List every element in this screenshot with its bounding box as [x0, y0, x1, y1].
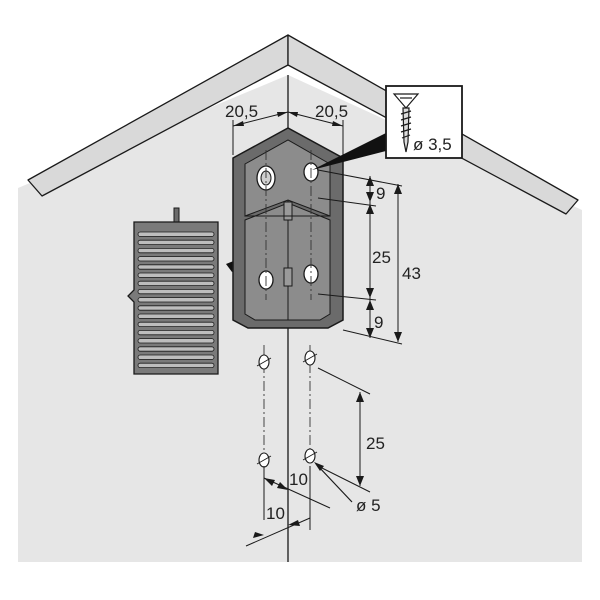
- dim-wall-spacing-arrows: [356, 392, 364, 486]
- grille-slots: [137, 231, 215, 369]
- hole-diameter-leader: [314, 462, 353, 503]
- grille-slot: [137, 297, 215, 303]
- dim-label-edge-upper: 10: [289, 470, 308, 489]
- drill-hole-crosses: [256, 353, 318, 465]
- grille-slot: [137, 239, 215, 245]
- grille-slot: [137, 313, 215, 319]
- screw-callout: [312, 85, 463, 170]
- dim-edge-arrows: [253, 478, 300, 538]
- callout-pointer: [312, 132, 390, 170]
- grille-slot: [137, 231, 215, 237]
- grille-slot: [137, 288, 215, 295]
- wall-right: [288, 75, 582, 562]
- dim-label-total-height: 43: [402, 264, 421, 283]
- grille-slot: [137, 256, 215, 262]
- dim-right-vertical: [317, 169, 403, 345]
- dim-label-top-offset: 9: [376, 184, 385, 203]
- dim-top-arrows: [233, 112, 343, 126]
- dim-label-hole-diameter: ø 5: [356, 496, 381, 515]
- dim-label-width-left: 20,5: [225, 102, 258, 121]
- grille-part: [127, 207, 219, 375]
- grille-slot: [137, 362, 215, 369]
- bracket-web-upper: [283, 201, 293, 221]
- dim-label-edge-lower: 10: [266, 504, 285, 523]
- screw-icon: [392, 93, 420, 153]
- dim-label-width-right: 20,5: [315, 102, 348, 121]
- dim-right-arrows: [366, 176, 402, 342]
- grille-slot: [137, 338, 215, 344]
- dim-label-hole-spacing: 25: [372, 248, 391, 267]
- corner-bracket: [232, 127, 344, 329]
- dim-label-wall-spacing: 25: [366, 434, 385, 453]
- grille-slot: [137, 354, 215, 360]
- dim-wall-spacing: [317, 367, 371, 493]
- dim-label-bottom-offset: 9: [374, 313, 383, 332]
- bracket-web-lower: [283, 267, 293, 287]
- grille-slot: [137, 264, 215, 270]
- grille-slot: [137, 321, 215, 328]
- grille-slot: [137, 272, 215, 278]
- grille-slot: [137, 247, 215, 254]
- grille-slot: [137, 329, 215, 336]
- grille-slot: [137, 346, 215, 352]
- dim-edge-offsets: [245, 466, 331, 547]
- screw-diameter-label: ø 3,5: [413, 135, 452, 154]
- grille-slot: [137, 305, 215, 311]
- grille-slot: [137, 280, 215, 287]
